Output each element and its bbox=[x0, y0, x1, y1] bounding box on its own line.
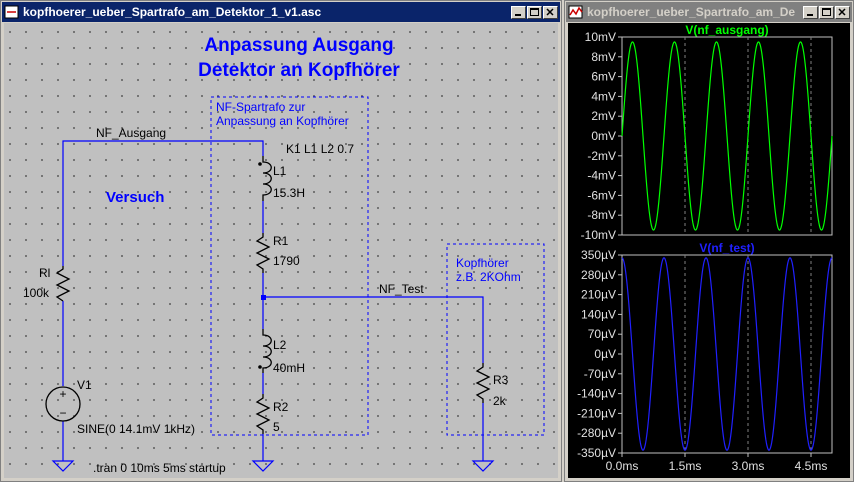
coupling-directive[interactable]: K1 L1 L2 0.7 bbox=[286, 142, 354, 156]
l1-value: 15.3H bbox=[273, 186, 305, 200]
minimize-icon bbox=[807, 13, 813, 16]
y-tick-label: -280µV bbox=[577, 426, 616, 440]
net-label-nf-ausgang[interactable]: NF_Ausgang bbox=[96, 126, 166, 140]
r3-name: R3 bbox=[493, 373, 509, 387]
waveform-window: kopfhoerer_ueber_Spartrafo_am_De 10mV 8mV… bbox=[564, 0, 854, 482]
resistor-r1-symbol[interactable] bbox=[255, 233, 271, 273]
ground-icon bbox=[251, 460, 275, 472]
y-tick-label: -350µV bbox=[577, 446, 616, 460]
r2-name: R2 bbox=[273, 400, 289, 414]
maximize-button[interactable] bbox=[527, 5, 542, 19]
r2-value: 5 bbox=[273, 420, 280, 434]
r1-value: 1790 bbox=[273, 254, 300, 268]
inductor-l2-symbol[interactable] bbox=[262, 329, 272, 373]
v1-name: V1 bbox=[77, 378, 92, 392]
schematic-doc-icon bbox=[4, 5, 19, 19]
x-tick-label: 4.5ms bbox=[795, 459, 828, 473]
y-tick-label: 140µV bbox=[581, 307, 616, 321]
y-tick-label: -10mV bbox=[581, 228, 616, 242]
x-tick-label: 3.0ms bbox=[732, 459, 765, 473]
l1-polarity-dot bbox=[258, 162, 262, 166]
y-tick-label: 2mV bbox=[591, 109, 616, 123]
maximize-button[interactable] bbox=[819, 5, 834, 19]
y-tick-label: -4mV bbox=[587, 169, 616, 183]
r3-value: 2k bbox=[493, 394, 507, 408]
trace-line[interactable] bbox=[621, 41, 833, 231]
spartrafo-box bbox=[210, 96, 369, 436]
minimize-button[interactable] bbox=[511, 5, 526, 19]
waveform-window-title: kopfhoerer_ueber_Spartrafo_am_De bbox=[587, 5, 796, 19]
box1-line2: Anpassung an Kopfhörer bbox=[216, 114, 349, 128]
y-tick-label: 0mV bbox=[591, 129, 616, 143]
ground-icon bbox=[471, 460, 495, 472]
heading-line1: Anpassung Ausgang bbox=[204, 35, 393, 56]
versuch-label: Versuch bbox=[106, 189, 164, 206]
x-tick-label: 0.0ms bbox=[606, 459, 639, 473]
rl-value: 100k bbox=[23, 286, 50, 300]
l2-name: L2 bbox=[273, 338, 287, 352]
tran-directive[interactable]: .tran 0 10ms 5ms startup bbox=[93, 461, 226, 475]
y-tick-label: -210µV bbox=[577, 406, 616, 420]
resistor-rl-symbol[interactable] bbox=[55, 266, 71, 302]
resistor-r2-symbol[interactable] bbox=[255, 394, 271, 434]
ground-icon bbox=[51, 460, 75, 472]
y-tick-label: 6mV bbox=[591, 70, 616, 84]
maximize-icon bbox=[822, 7, 831, 16]
l1-name: L1 bbox=[273, 164, 287, 178]
close-button[interactable] bbox=[543, 5, 558, 19]
close-icon bbox=[838, 7, 846, 16]
box2-line2: z.B. 2KOhm bbox=[456, 270, 521, 284]
inductor-l1-symbol[interactable] bbox=[262, 156, 272, 201]
y-tick-label: -8mV bbox=[587, 208, 616, 222]
y-tick-label: 4mV bbox=[591, 89, 616, 103]
heading-line2: Detektor an Kopfhörer bbox=[198, 60, 400, 81]
schematic-titlebar[interactable]: kopfhoerer_ueber_Spartrafo_am_Detektor_1… bbox=[2, 2, 560, 22]
y-tick-label: -6mV bbox=[587, 188, 616, 202]
trace-title[interactable]: V(nf_test) bbox=[699, 241, 754, 255]
l2-value: 40mH bbox=[273, 361, 305, 375]
y-tick-label: 280µV bbox=[581, 268, 616, 282]
v1-value: SINE(0 14.1mV 1kHz) bbox=[77, 422, 195, 436]
x-tick-label: 1.5ms bbox=[669, 459, 702, 473]
junction-dot bbox=[261, 295, 266, 300]
box2-line1: Kopfhörer bbox=[456, 256, 509, 270]
schematic-window: kopfhoerer_ueber_Spartrafo_am_Detektor_1… bbox=[0, 0, 562, 482]
y-tick-label: 210µV bbox=[581, 288, 616, 302]
waveform-viewer[interactable]: 10mV 8mV 6mV 4mV 2mV 0mV -2mV -4mV -6mV -8mV -10mV… bbox=[568, 23, 850, 478]
minimize-button[interactable] bbox=[803, 5, 818, 19]
schematic-window-title: kopfhoerer_ueber_Spartrafo_am_Detektor_1… bbox=[23, 5, 322, 19]
y-tick-label: 0µV bbox=[594, 347, 616, 361]
waveform-titlebar[interactable]: kopfhoerer_ueber_Spartrafo_am_De bbox=[566, 2, 852, 22]
headphone-box bbox=[446, 243, 545, 436]
resistor-r3-symbol[interactable] bbox=[475, 363, 491, 403]
trace-title[interactable]: V(nf_ausgang) bbox=[685, 23, 768, 37]
voltage-source-v1-symbol[interactable] bbox=[45, 386, 81, 422]
y-tick-label: 70µV bbox=[588, 327, 616, 341]
v1-minus-sign: − bbox=[59, 406, 66, 420]
rl-name: Rl bbox=[39, 266, 50, 280]
close-icon bbox=[546, 7, 554, 16]
schematic-canvas[interactable]: Anpassung Ausgang Detektor an Kopfhörer … bbox=[4, 23, 558, 478]
y-tick-label: 8mV bbox=[591, 50, 616, 64]
maximize-icon bbox=[530, 7, 539, 16]
y-tick-label: 10mV bbox=[585, 30, 616, 44]
l2-polarity-dot bbox=[258, 365, 262, 369]
wires bbox=[62, 140, 484, 461]
r1-name: R1 bbox=[273, 234, 289, 248]
net-label-nf-test[interactable]: NF_Test bbox=[379, 282, 424, 296]
waveform-doc-icon bbox=[568, 5, 583, 19]
y-tick-label: -2mV bbox=[587, 149, 616, 163]
v1-plus-sign: + bbox=[59, 387, 66, 401]
trace-line[interactable] bbox=[621, 257, 833, 451]
close-button[interactable] bbox=[835, 5, 850, 19]
y-tick-label: -70µV bbox=[584, 367, 616, 381]
box1-line1: NF-Spartrafo zur bbox=[216, 100, 305, 114]
waveform-plots: 10mV 8mV 6mV 4mV 2mV 0mV -2mV -4mV -6mV -8mV -10mV… bbox=[577, 23, 833, 473]
schematic-drawing: Anpassung Ausgang Detektor an Kopfhörer … bbox=[23, 35, 545, 475]
y-tick-label: -140µV bbox=[577, 387, 616, 401]
minimize-icon bbox=[515, 13, 521, 16]
y-tick-label: 350µV bbox=[581, 248, 616, 262]
